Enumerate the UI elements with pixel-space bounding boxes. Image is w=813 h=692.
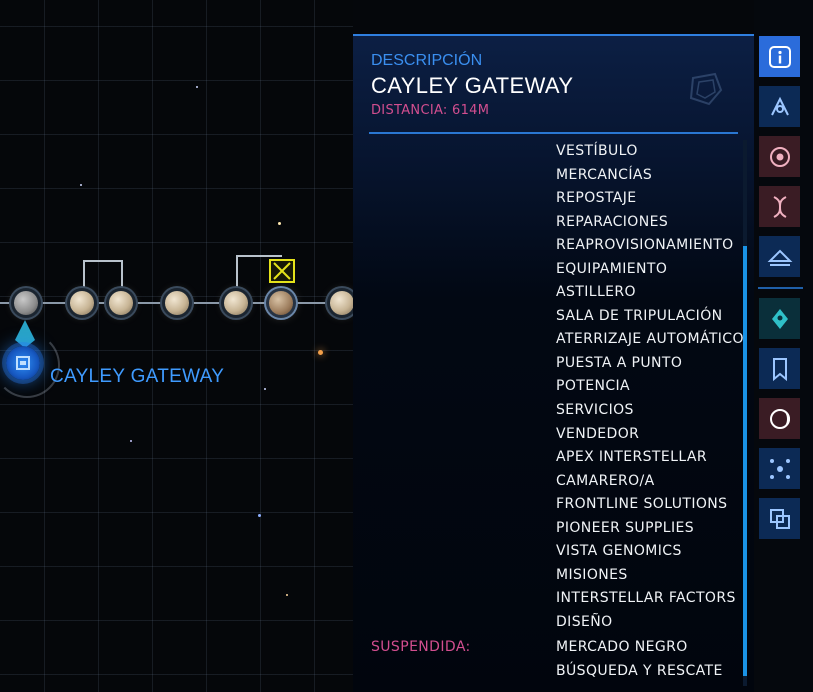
suspended-label: SUSPENDIDA: — [371, 639, 471, 655]
service-item: PUESTA A PUNTO — [556, 354, 683, 371]
star — [278, 222, 281, 225]
planet-node[interactable] — [14, 291, 38, 315]
bookmark-icon — [772, 357, 787, 381]
service-item: EQUIPAMIENTO — [556, 260, 668, 277]
location-pin-button[interactable] — [759, 298, 800, 339]
planet-node[interactable] — [330, 291, 353, 315]
service-item: INTERSTELLAR FACTORS — [556, 590, 736, 607]
planet-node[interactable] — [224, 291, 248, 315]
suspended-service-item: MERCADO NEGRO — [556, 639, 688, 655]
panel-header: DESCRIPCIÓN CAYLEY GATEWAY DISTANCIA: 61… — [371, 52, 573, 118]
star — [318, 350, 323, 355]
service-item: POTENCIA — [556, 378, 631, 395]
service-item: MERCANCÍAS — [556, 166, 653, 183]
description-panel: DESCRIPCIÓN CAYLEY GATEWAY DISTANCIA: 61… — [353, 34, 754, 692]
service-item: REPARACIONES — [556, 213, 669, 230]
service-item: PIONEER SUPPLIES — [556, 519, 695, 536]
scrollbar-thumb[interactable] — [743, 246, 747, 676]
swap-button[interactable] — [759, 498, 800, 539]
map-tools-sidebar: 0 — [754, 0, 813, 692]
service-item: ASTILLERO — [556, 284, 636, 301]
service-item: SERVICIOS — [556, 402, 634, 419]
info-button[interactable] — [759, 36, 800, 77]
service-item: SALA DE TRIPULACIÓN — [556, 307, 723, 324]
star — [80, 184, 82, 186]
service-item: REAPROVISIONAMIENTO — [556, 237, 734, 254]
network-icon — [769, 458, 790, 479]
panel-title: CAYLEY GATEWAY — [371, 73, 574, 98]
planet-node[interactable] — [70, 291, 94, 315]
star — [258, 514, 261, 517]
station-map-label[interactable]: CAYLEY GATEWAY — [50, 366, 225, 387]
service-item: DISEÑO — [556, 613, 613, 630]
sidebar-divider — [758, 287, 803, 289]
target-orbit-icon — [769, 146, 790, 167]
service-item: REPOSTAJE — [556, 190, 637, 207]
station-orbit-ring — [0, 332, 60, 398]
service-item: CAMARERO/A — [556, 472, 655, 489]
crescent-button[interactable] — [759, 398, 800, 439]
mission-target-marker[interactable] — [269, 259, 295, 283]
suspended-services-list: MERCADO NEGRO BÚSQUEDA Y RESCATE — [556, 636, 723, 683]
service-item: FRONTLINE SOLUTIONS — [556, 496, 728, 513]
service-item: VESTÍBULO — [556, 143, 638, 159]
swap-icon — [769, 508, 790, 529]
services-list: VESTÍBULO MERCANCÍAS REPOSTAJE REPARACIO… — [556, 140, 744, 634]
location-pin-icon — [771, 308, 788, 329]
planet-node[interactable] — [165, 291, 189, 315]
station-type-icon — [689, 72, 723, 106]
landing-button[interactable] — [759, 236, 800, 277]
service-item: MISIONES — [556, 566, 628, 583]
planet-node[interactable] — [109, 291, 133, 315]
service-item: APEX INTERSTELLAR — [556, 449, 707, 466]
crescent-icon — [769, 408, 790, 429]
station-icon[interactable] — [6, 346, 40, 380]
panel-section-label: DESCRIPCIÓN — [371, 52, 483, 69]
planet-node[interactable] — [269, 291, 293, 315]
star — [286, 594, 288, 596]
service-item: VISTA GENOMICS — [556, 543, 682, 560]
system-map[interactable]: CAYLEY GATEWAY — [0, 0, 353, 692]
navigation-route-icon — [770, 96, 789, 115]
star — [196, 86, 198, 88]
dna-button[interactable] — [759, 186, 800, 227]
distance-readout: DISTANCIA: 614M — [371, 103, 490, 118]
suspended-service-item: BÚSQUEDA Y RESCATE — [556, 662, 723, 679]
info-icon — [768, 45, 791, 68]
star — [264, 388, 266, 390]
landing-icon — [767, 249, 792, 266]
network-button[interactable] — [759, 448, 800, 489]
service-item: VENDEDOR — [556, 425, 640, 442]
starport-icon — [16, 356, 30, 370]
star — [130, 440, 132, 442]
service-item: ATERRIZAJE AUTOMÁTICO — [556, 331, 744, 348]
dna-icon — [772, 195, 787, 218]
header-divider — [369, 132, 738, 134]
navigation-route-button[interactable] — [759, 86, 800, 127]
target-orbit-button[interactable] — [759, 136, 800, 177]
bookmark-button[interactable] — [759, 348, 800, 389]
crossed-swords-icon — [273, 262, 291, 280]
